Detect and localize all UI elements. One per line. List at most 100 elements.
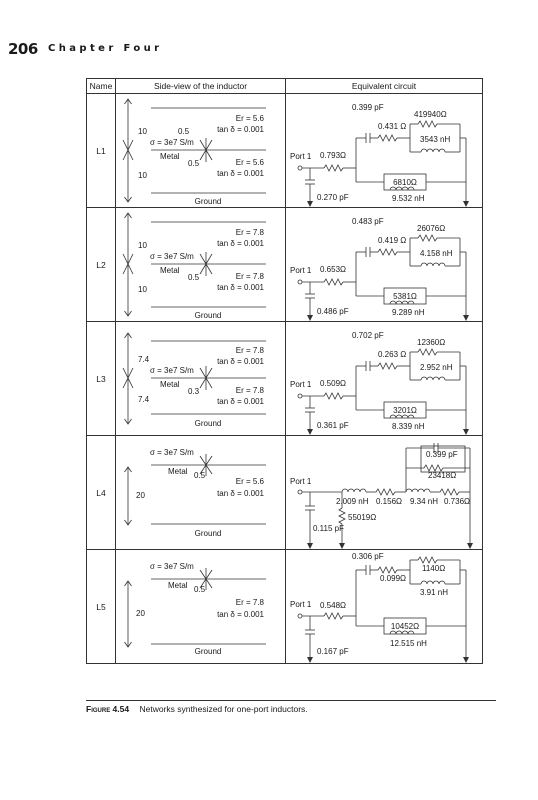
res-low-label: 6810Ω: [393, 178, 417, 187]
metal-label: Metal: [160, 266, 180, 275]
er-label: Er = 5.6: [236, 477, 265, 486]
conductivity-label: σ = 3e7 S/m: [150, 138, 194, 147]
ind-2-label: 9.34 nH: [410, 497, 438, 506]
side-view-cell: 7.4 7.4 0.3 σ = 3e7 S/m Metal Er = 7.8 t…: [115, 321, 286, 436]
table-row: L4 σ = 3e7 S/m Metal 0.5 20 Er = 5.6: [86, 435, 483, 550]
res-parallel-label: 419940Ω: [414, 110, 447, 119]
res-1-label: 0.156Ω: [376, 497, 402, 506]
upper-thickness: 10: [138, 127, 147, 136]
res-top-label: 0.431 Ω: [378, 122, 406, 131]
er-upper: Er = 7.8: [236, 346, 265, 355]
figure-caption: Figure 4.54 Networks synthesized for one…: [86, 704, 308, 714]
res-2-label: 0.736Ω: [444, 497, 470, 506]
cap-top-label: 0.399 pF: [352, 103, 384, 112]
side-view-cell: σ = 3e7 S/m Metal 0.5 20 Er = 5.6 tan δ …: [115, 435, 286, 550]
ground-label: Ground: [195, 647, 222, 656]
substrate-thickness: 20: [136, 491, 145, 500]
metal-thickness-upper: 0.5: [178, 127, 190, 136]
tan-upper: tan δ = 0.001: [217, 125, 264, 134]
er-upper: Er = 5.6: [236, 114, 265, 123]
inductor-name: L3: [86, 321, 116, 436]
cap-shunt-label: 0.486 pF: [317, 307, 349, 316]
circuit-diagram: Port 1 0.702 pF 0.263 Ω 12360Ω 2.952 nH …: [290, 331, 469, 435]
res-low-label: 5381Ω: [393, 292, 417, 301]
circuit-diagram: Port 1 0.483 pF 0.419 Ω 26076Ω 4.158 nH …: [290, 217, 469, 321]
ind-low-label: 8.339 nH: [392, 422, 425, 431]
tan-lower: tan δ = 0.001: [217, 283, 264, 292]
metal-label: Metal: [168, 581, 188, 590]
circuit-diagram: Port 1 0.399 pF 23418Ω 2.009 nH 0.156Ω 9…: [290, 443, 473, 549]
substrate-thickness: 20: [136, 609, 145, 618]
ind-1-label: 2.009 nH: [336, 497, 369, 506]
equivalent-circuit-cell: Port 1 0.306 pF 0.099Ω 1140Ω 3.91 nH 0.5…: [285, 549, 483, 664]
cap-top-label: 0.399 pF: [426, 450, 458, 459]
side-view-diagram: 10 10 0.5 0.5 σ = 3e7 S/m Metal Er = 5.6…: [122, 98, 266, 206]
ground-label: Ground: [195, 311, 222, 320]
ind-top-label: 3543 nH: [420, 135, 450, 144]
res-series-label: 0.548Ω: [320, 601, 346, 610]
cap-shunt-label: 0.361 pF: [317, 421, 349, 430]
er-lower: Er = 5.6: [236, 158, 265, 167]
tan-label: tan δ = 0.001: [217, 610, 264, 619]
equivalent-circuit-cell: Port 1 0.483 pF 0.419 Ω 26076Ω 4.158 nH …: [285, 207, 483, 322]
upper-thickness: 10: [138, 241, 147, 250]
side-view-cell: 10 10 0.5 0.5 σ = 3e7 S/m Metal Er = 5.6…: [115, 93, 286, 208]
equivalent-circuit-cell: Port 1 0.399 pF 23418Ω 2.009 nH 0.156Ω 9…: [285, 435, 483, 550]
header-equivalent-circuit: Equivalent circuit: [285, 78, 483, 94]
ind-low-label: 12.515 nH: [390, 639, 427, 648]
metal-label: Metal: [160, 380, 180, 389]
res-shunt-label: 55019Ω: [348, 513, 376, 522]
table-row: L1 10 10 0.5 0.5: [86, 93, 483, 208]
ind-top-label: 2.952 nH: [420, 363, 453, 372]
figure-table: Name Side-view of the inductor Equivalen…: [86, 78, 483, 664]
caption-divider: [86, 700, 496, 701]
er-lower: Er = 7.8: [236, 272, 265, 281]
tan-lower: tan δ = 0.001: [217, 169, 264, 178]
side-view-cell: σ = 3e7 S/m Metal 0.5 20 Er = 7.8 tan δ …: [115, 549, 286, 664]
cap-top-label: 0.306 pF: [352, 552, 384, 561]
cap-top-label: 0.702 pF: [352, 331, 384, 340]
table-row: L5 σ = 3e7 S/m Metal 0.5 20 Er = 7.8: [86, 549, 483, 664]
ground-label: Ground: [195, 419, 222, 428]
lower-thickness: 7.4: [138, 395, 150, 404]
cap-top-label: 0.483 pF: [352, 217, 384, 226]
port-label: Port 1: [290, 380, 312, 389]
inductor-name: L1: [86, 93, 116, 208]
inductor-name: L2: [86, 207, 116, 322]
circuit-diagram: Port 1 0.399 pF 0.431 Ω 419940Ω 3543 nH …: [290, 103, 469, 207]
figure-label: Figure 4.54: [86, 704, 130, 714]
metal-label: Metal: [160, 152, 180, 161]
res-top-label: 0.099Ω: [380, 574, 406, 583]
res-top-label: 23418Ω: [428, 471, 456, 480]
cap-shunt-label: 0.270 pF: [317, 193, 349, 202]
conductivity-label: σ = 3e7 S/m: [150, 252, 194, 261]
res-top-label: 0.419 Ω: [378, 236, 406, 245]
tan-label: tan δ = 0.001: [217, 489, 264, 498]
er-upper: Er = 7.8: [236, 228, 265, 237]
res-parallel-label: 12360Ω: [417, 338, 445, 347]
metal-thickness: 0.5: [194, 471, 206, 480]
metal-thickness-lower: 0.5: [188, 159, 200, 168]
chapter-title: Chapter Four: [48, 43, 163, 54]
side-view-cell: 10 10 0.5 σ = 3e7 S/m Metal Er = 7.8 tan…: [115, 207, 286, 322]
metal-thickness: 0.5: [194, 585, 206, 594]
tan-upper: tan δ = 0.001: [217, 239, 264, 248]
ind-top-label: 4.158 nH: [420, 249, 453, 258]
metal-label: Metal: [168, 467, 188, 476]
inductor-name: L5: [86, 549, 116, 664]
side-view-diagram: 7.4 7.4 0.3 σ = 3e7 S/m Metal Er = 7.8 t…: [122, 332, 266, 428]
ground-label: Ground: [195, 529, 222, 538]
port-label: Port 1: [290, 266, 312, 275]
res-top-label: 0.263 Ω: [378, 350, 406, 359]
tan-upper: tan δ = 0.001: [217, 357, 264, 366]
upper-thickness: 7.4: [138, 355, 150, 364]
equivalent-circuit-cell: Port 1 0.702 pF 0.263 Ω 12360Ω 2.952 nH …: [285, 321, 483, 436]
metal-thickness-lower: 0.5: [188, 273, 200, 282]
conductivity-label: σ = 3e7 S/m: [150, 366, 194, 375]
header-name: Name: [86, 78, 116, 94]
cap-shunt-label: 0.167 pF: [317, 647, 349, 656]
side-view-diagram: 10 10 0.5 σ = 3e7 S/m Metal Er = 7.8 tan…: [122, 212, 266, 320]
res-low-label: 10452Ω: [391, 622, 419, 631]
ind-top-label: 3.91 nH: [420, 588, 448, 597]
port-label: Port 1: [290, 477, 312, 486]
